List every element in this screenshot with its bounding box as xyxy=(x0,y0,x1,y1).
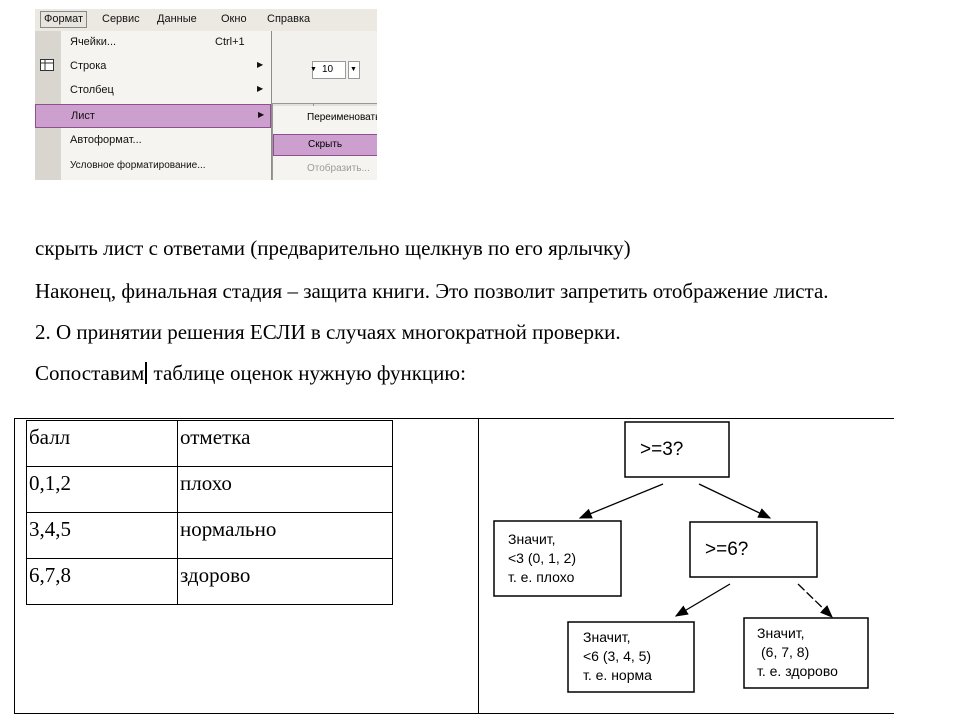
leaf-node-line: Значит, xyxy=(508,531,556,547)
submenu-item-show[interactable]: Отобразить... xyxy=(307,163,370,174)
table-row: 3,4,5 нормально xyxy=(26,512,393,559)
mid-node xyxy=(689,521,818,578)
menu-data[interactable]: Данные xyxy=(157,13,197,25)
paragraph-protect-book: Наконец, финальная стадия – защита книги… xyxy=(35,279,829,303)
combo-arrow-icon[interactable]: ▼ xyxy=(310,61,319,79)
leaf-node-line: <6 (3, 4, 5) xyxy=(583,648,651,664)
menu-item-row[interactable]: Строка ▶ xyxy=(35,55,271,79)
text-cursor xyxy=(145,362,148,384)
menu-service[interactable]: Сервис xyxy=(102,13,140,25)
leaf-node-line: Значит, xyxy=(757,625,805,641)
table-cell: здорово xyxy=(177,558,393,605)
menu-item-shortcut: Ctrl+1 xyxy=(215,36,245,48)
table-cell: нормально xyxy=(177,512,393,559)
grades-table: балл отметка 0,1,2 плохо 3,4,5 нормально… xyxy=(26,420,393,605)
menu-help[interactable]: Справка xyxy=(267,13,311,25)
submenu-item-hide[interactable]: Скрыть xyxy=(273,134,377,156)
paragraph-compare-before: Сопоставим xyxy=(35,361,145,385)
table-cell: 0,1,2 xyxy=(26,466,178,513)
submenu-arrow-icon: ▶ xyxy=(257,84,264,93)
menu-item-label: Строка xyxy=(70,60,107,72)
root-node-label: >=3? xyxy=(640,439,683,460)
decision-tree: >=3? Значит, <3 (0, 1, 2) т. е. плохо >=… xyxy=(493,421,869,693)
paragraph-hide-sheet: скрыть лист с ответами (предварительно щ… xyxy=(35,236,631,260)
font-size-value: 10 xyxy=(322,64,334,75)
frame-line xyxy=(14,713,894,714)
leaf-node-line: т. е. плохо xyxy=(508,569,575,585)
root-node xyxy=(624,421,730,478)
menu-item-cells[interactable]: Ячейки... Ctrl+1 xyxy=(35,31,271,55)
menu-item-column[interactable]: Столбец ▶ xyxy=(35,79,271,103)
font-size-combo[interactable]: 10 xyxy=(318,61,346,79)
sheet-submenu: Переименовать Скрыть Отобразить... xyxy=(272,106,377,180)
frame-line xyxy=(14,418,894,419)
paragraph-compare-after: таблице оценок нужную функцию: xyxy=(148,361,466,385)
leaf-node-line: <3 (0, 1, 2) xyxy=(508,550,576,566)
combo-arrow-icon[interactable]: ▼ xyxy=(348,61,360,79)
leaf-node-line: т. е. норма xyxy=(583,667,652,683)
menu-bar: Формат Сервис Данные Окно Справка xyxy=(35,9,377,31)
tree-arrow xyxy=(578,483,664,519)
leaf-node-bad xyxy=(493,520,622,597)
menu-item-autoformat[interactable]: Автоформат... xyxy=(35,129,271,153)
table-row: 6,7,8 здорово xyxy=(26,558,393,605)
leaf-node-line: Значит, xyxy=(583,629,631,645)
submenu-arrow-icon: ▶ xyxy=(258,110,265,119)
table-row: 0,1,2 плохо xyxy=(26,466,393,513)
menu-item-label: Автоформат... xyxy=(70,134,142,146)
mid-node-label: >=6? xyxy=(705,539,748,560)
tree-arrow xyxy=(698,483,772,519)
menu-item-conditional-formatting[interactable]: Условное форматирование... xyxy=(35,155,271,179)
leaf-node-line: (6, 7, 8) xyxy=(761,644,809,660)
menu-window[interactable]: Окно xyxy=(221,13,247,25)
leaf-node-normal xyxy=(567,621,695,693)
table-header-row: балл отметка xyxy=(26,420,393,467)
tree-arrow xyxy=(797,583,833,618)
table-cell: 6,7,8 xyxy=(26,558,178,605)
leaf-node-line: т. е. здорово xyxy=(757,663,838,679)
menu-item-label: Лист xyxy=(71,110,95,122)
menu-item-label: Ячейки... xyxy=(70,36,117,48)
menu-item-label: Столбец xyxy=(70,84,114,96)
menu-item-label: Условное форматирование... xyxy=(70,160,206,171)
leaf-node-great xyxy=(743,617,869,689)
table-cell: 3,4,5 xyxy=(26,512,178,559)
paragraph-if-section: 2. О принятии решения ЕСЛИ в случаях мно… xyxy=(35,320,621,344)
paragraph-compare: Сопоставим таблице оценок нужную функцию… xyxy=(35,361,466,386)
cells-icon xyxy=(40,59,54,71)
menu-item-sheet[interactable]: Лист ▶ xyxy=(35,104,271,128)
table-header-cell: отметка xyxy=(177,420,393,467)
frame-line xyxy=(14,418,15,714)
submenu-arrow-icon: ▶ xyxy=(257,60,264,69)
table-cell: плохо xyxy=(177,466,393,513)
tree-arrow xyxy=(674,583,731,617)
frame-line xyxy=(478,418,479,714)
format-dropdown: Ячейки... Ctrl+1 Строка ▶ Столбец ▶ Лист… xyxy=(35,31,272,180)
table-header-cell: балл xyxy=(26,420,178,467)
submenu-item-rename[interactable]: Переименовать xyxy=(307,112,377,123)
menu-format[interactable]: Формат xyxy=(40,11,88,28)
excel-menu-screenshot: Формат Сервис Данные Окно Справка 10 ▼ ▼… xyxy=(35,9,377,180)
